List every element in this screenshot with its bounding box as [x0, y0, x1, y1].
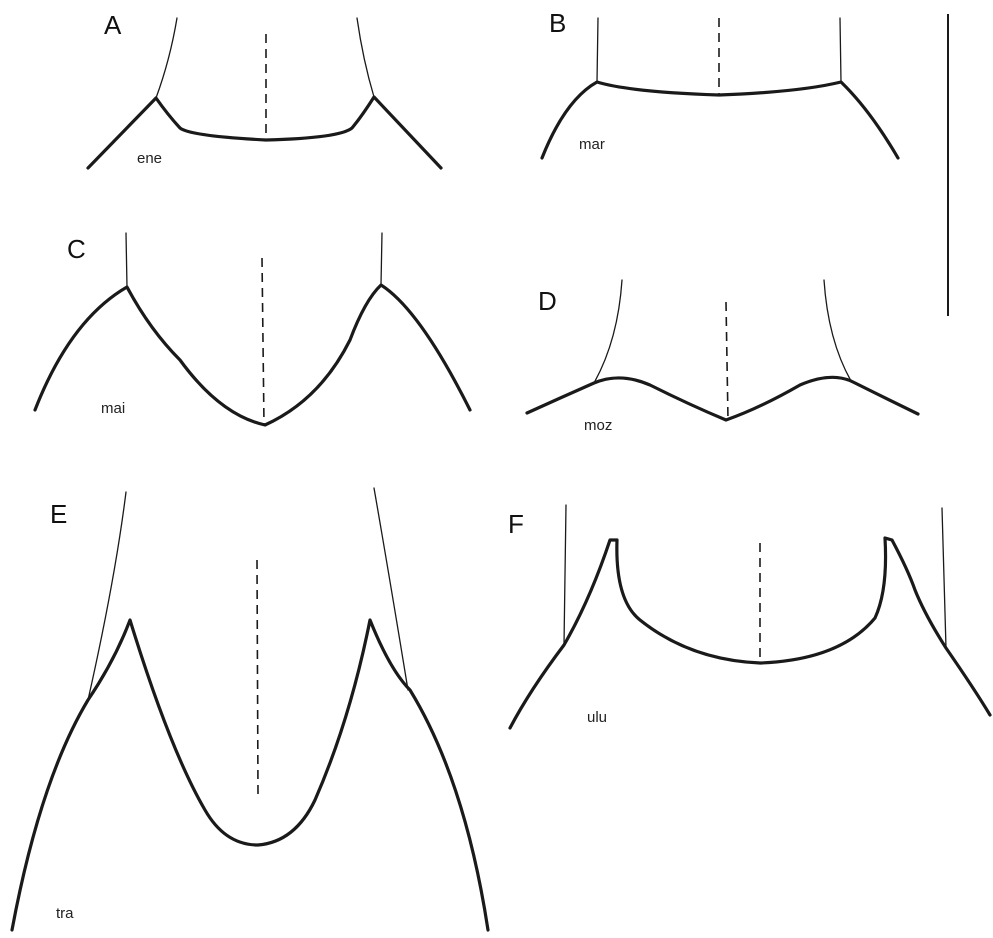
panel-d: D moz	[527, 280, 918, 434]
panel-e: E tra	[12, 488, 488, 930]
panel-e-midline	[257, 560, 258, 795]
panel-d-midline	[726, 302, 728, 420]
panel-c-species-label: mai	[101, 400, 125, 417]
panel-b-right-margin	[840, 18, 841, 82]
panel-f-outline	[510, 538, 990, 728]
panel-e-species-label: tra	[56, 905, 74, 922]
panel-a-right-margin	[357, 18, 374, 97]
panel-e-right-margin	[374, 488, 408, 690]
panel-c-midline	[262, 258, 264, 425]
panel-e-letter: E	[50, 499, 67, 529]
panel-b-left-margin	[597, 18, 598, 82]
panel-c-left-margin	[126, 233, 127, 287]
panel-a-letter: A	[104, 10, 122, 40]
panel-a-left-margin	[156, 18, 177, 98]
panel-b: B mar	[542, 8, 898, 158]
panel-d-species-label: moz	[584, 417, 612, 434]
panel-b-letter: B	[549, 8, 566, 38]
panel-d-right-margin	[824, 280, 851, 381]
panel-c-right-margin	[381, 233, 382, 285]
panel-d-left-margin	[594, 280, 622, 383]
panel-a-species-label: ene	[137, 150, 162, 167]
panel-c: C mai	[35, 233, 470, 425]
panel-e-outline	[12, 620, 488, 930]
panel-f-right-margin	[942, 508, 946, 648]
panel-f-letter: F	[508, 509, 524, 539]
panel-a: A ene	[88, 10, 441, 168]
panel-c-letter: C	[67, 234, 86, 264]
panel-f: F ulu	[508, 505, 990, 728]
panel-d-letter: D	[538, 286, 557, 316]
panel-b-species-label: mar	[579, 136, 605, 153]
panel-d-outline	[527, 377, 918, 420]
panel-f-left-margin	[564, 505, 566, 645]
panel-f-species-label: ulu	[587, 709, 607, 726]
